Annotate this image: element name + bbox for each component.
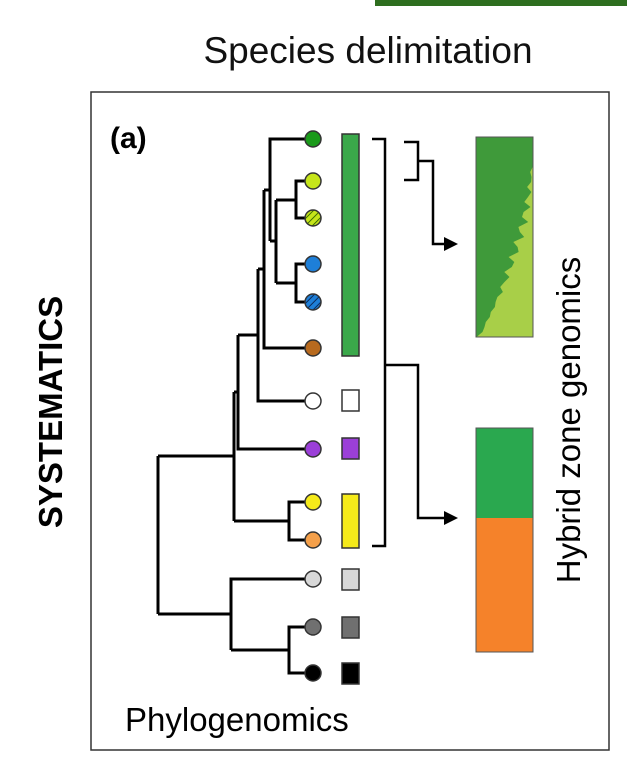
page-title: Species delimitation	[203, 30, 532, 71]
species-box	[341, 616, 360, 639]
species-box	[341, 437, 360, 460]
species-box	[341, 662, 360, 685]
tree-branch	[258, 190, 313, 350]
taxon-circle	[304, 255, 322, 273]
small-bracket	[404, 140, 420, 182]
connector-lines	[372, 137, 446, 548]
panel-letter: (a)	[110, 122, 147, 155]
taxon-circle	[304, 392, 322, 410]
taxon-circle	[304, 293, 322, 311]
side-label: SYSTEMATICS	[32, 296, 69, 528]
tree-branch	[234, 335, 313, 451]
taxon-circle	[304, 339, 322, 357]
phylogenomics-label: Phylogenomics	[125, 701, 349, 738]
arrow-heads	[444, 237, 458, 525]
admixture-plot-upper	[475, 136, 534, 338]
taxon-circle	[304, 130, 322, 148]
arrow-icon	[444, 237, 458, 251]
bracket-connector	[385, 363, 446, 520]
tree-branch	[234, 500, 313, 542]
species-box	[341, 493, 360, 549]
header-accent-bar	[375, 0, 627, 6]
taxon-circle	[304, 172, 322, 190]
taxon-circle	[304, 570, 322, 588]
small-bracket-connector	[418, 159, 446, 246]
tree-branch	[158, 577, 313, 650]
taxon-circle	[304, 440, 322, 458]
tree-branch	[158, 392, 236, 521]
species-box	[341, 133, 360, 357]
tree-branch	[264, 137, 313, 241]
tip-circles	[304, 130, 322, 682]
species-box	[341, 389, 360, 412]
admixture-plot-lower	[475, 427, 534, 653]
large-bracket	[372, 137, 387, 548]
species-box	[341, 568, 360, 591]
taxon-circle	[304, 618, 322, 636]
taxon-circle	[304, 209, 322, 227]
arrow-icon	[444, 511, 458, 525]
taxon-circle	[304, 493, 322, 511]
species-boxes	[341, 133, 360, 685]
phylogenetic-tree	[156, 137, 313, 675]
hybrid-zone-label: Hybrid zone genomics	[550, 257, 587, 584]
panel-frame	[90, 91, 610, 751]
taxon-circle	[304, 664, 322, 682]
tree-branch	[231, 625, 313, 675]
tree-branch	[238, 269, 313, 403]
taxon-circle	[304, 531, 322, 549]
